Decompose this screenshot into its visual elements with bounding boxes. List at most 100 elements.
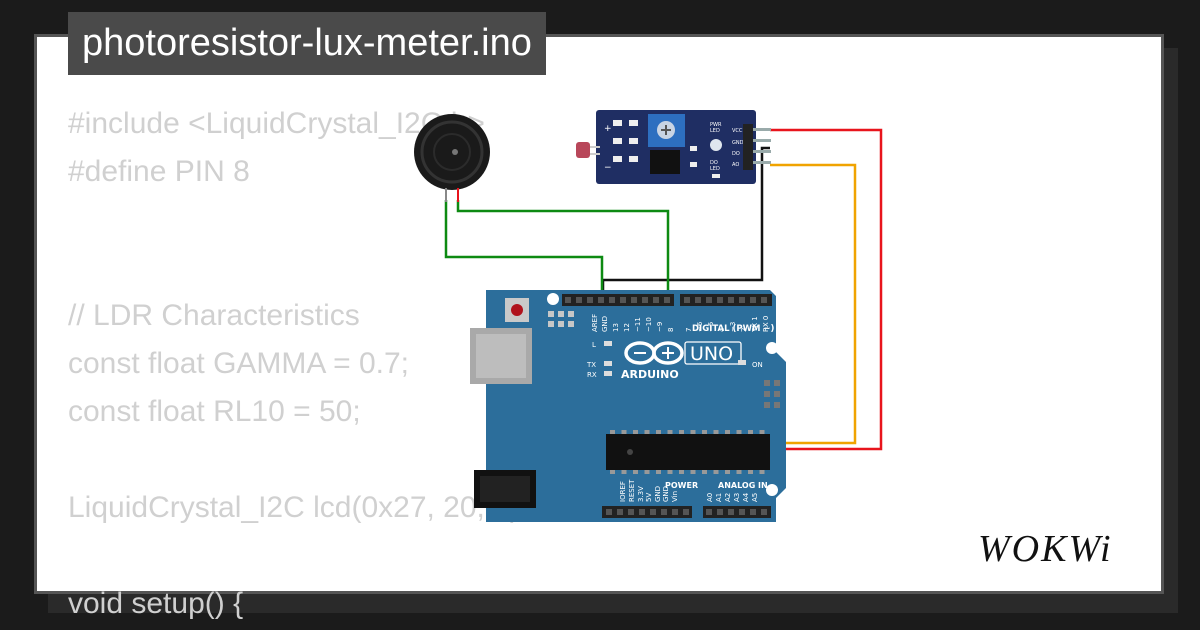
header-pin[interactable]	[750, 297, 756, 303]
wire-buzzer-green-1	[444, 200, 604, 300]
header-pin[interactable]	[717, 297, 723, 303]
svg-text:DO: DO	[710, 160, 718, 166]
top-pin-label: ~6	[696, 321, 704, 332]
header-pin[interactable]	[739, 509, 745, 515]
bottom-pin-label: A1	[715, 493, 723, 502]
analog-header	[703, 506, 771, 518]
header-pin[interactable]	[684, 297, 690, 303]
top-pin-label: GND	[601, 316, 609, 332]
header-pin[interactable]	[609, 297, 615, 303]
header-pin[interactable]	[664, 297, 670, 303]
bottom-pin-label: Vin	[671, 491, 679, 502]
bottom-pin-label: A3	[733, 493, 741, 502]
top-pin-label: RX 0	[762, 316, 770, 332]
sensor-pin-label: VCC	[732, 128, 743, 134]
header-pin[interactable]	[661, 509, 667, 515]
code-line: void setup() {	[68, 587, 244, 620]
bottom-pin-label: A2	[724, 493, 732, 502]
top-pin-label: ~9	[656, 322, 664, 332]
top-pin-label: ~11	[634, 317, 642, 332]
wokwi-logo: WOKWi	[978, 528, 1113, 570]
header-pin[interactable]	[653, 297, 659, 303]
sensor-pin-label: GND	[732, 140, 744, 146]
header-pin[interactable]	[639, 509, 645, 515]
wire-buzzer-green-2	[456, 200, 670, 300]
header-pin[interactable]	[728, 509, 734, 515]
power-header	[602, 506, 692, 518]
bottom-pin-label: 3.3V	[637, 486, 645, 502]
ldr-icon	[576, 142, 590, 158]
header-pin[interactable]	[650, 509, 656, 515]
header-pin[interactable]	[706, 509, 712, 515]
bottom-pin-label: RESET	[628, 479, 636, 502]
header-pin[interactable]	[642, 297, 648, 303]
header-pin[interactable]	[565, 297, 571, 303]
header-pin[interactable]	[576, 297, 582, 303]
bottom-pin-label: GND	[654, 486, 662, 502]
svg-text:ARDUINO: ARDUINO	[621, 368, 679, 381]
header-pin[interactable]	[706, 297, 712, 303]
svg-text:LED: LED	[710, 128, 720, 134]
top-pin-label: 2	[740, 328, 748, 332]
bottom-pin-label: A5	[751, 493, 759, 502]
top-pin-label: ~5	[707, 322, 715, 332]
top-pin-label: 12	[623, 323, 631, 332]
bottom-pin-label: GND	[662, 486, 670, 502]
header-pin[interactable]	[728, 297, 734, 303]
bottom-pin-label: A4	[742, 492, 750, 502]
svg-text:+: +	[604, 124, 612, 134]
sensor-pin-label: AO	[732, 162, 739, 168]
header-pin[interactable]	[672, 509, 678, 515]
digital-header-2	[680, 294, 772, 306]
svg-text:WOKWi: WOKWi	[978, 528, 1113, 570]
header-pin[interactable]	[761, 509, 767, 515]
header-pin[interactable]	[683, 509, 689, 515]
top-pin-label: TX 1	[751, 316, 759, 333]
svg-text:−: −	[604, 163, 612, 173]
header-pin[interactable]	[587, 297, 593, 303]
project-title-tab[interactable]: photoresistor-lux-meter.ino	[68, 12, 546, 75]
svg-text:ON: ON	[752, 361, 763, 369]
sensor-pin-label: DO	[732, 151, 740, 157]
svg-text:L: L	[592, 341, 596, 349]
header-pin[interactable]	[606, 509, 612, 515]
bottom-pin-label: IOREF	[619, 481, 627, 502]
bottom-pin-label: A0	[706, 493, 714, 502]
svg-text:ANALOG IN: ANALOG IN	[718, 481, 768, 490]
svg-text:UNO: UNO	[690, 343, 733, 365]
svg-text:POWER: POWER	[665, 481, 698, 490]
top-pin-label: AREF	[591, 314, 599, 332]
header-pin[interactable]	[750, 509, 756, 515]
header-pin[interactable]	[598, 297, 604, 303]
photoresistor-module[interactable]: + − PWR LED DO LED VCC GND DO AO	[576, 110, 771, 184]
header-pin[interactable]	[761, 297, 767, 303]
code-line: #define PIN 8	[68, 155, 250, 188]
code-line: const float RL10 = 50;	[68, 395, 361, 428]
bottom-pin-label: 5V	[645, 493, 653, 502]
top-pin-label: 7	[685, 328, 693, 332]
top-pin-label: 13	[612, 323, 620, 332]
header-pin[interactable]	[695, 297, 701, 303]
svg-text:RX: RX	[587, 371, 597, 379]
code-line: // LDR Characteristics	[68, 299, 360, 332]
header-pin[interactable]	[628, 509, 634, 515]
top-pin-label: ~3	[729, 322, 737, 332]
arduino-infinity-logo	[624, 341, 684, 365]
top-pin-label: ~10	[645, 317, 653, 332]
buzzer[interactable]	[414, 114, 490, 202]
svg-text:PWR: PWR	[710, 122, 722, 128]
code-line: const float GAMMA = 0.7;	[68, 347, 409, 380]
header-pin[interactable]	[717, 509, 723, 515]
header-pin[interactable]	[617, 509, 623, 515]
top-pin-label: 4	[718, 327, 726, 332]
header-pin[interactable]	[631, 297, 637, 303]
svg-text:TX: TX	[586, 361, 596, 369]
header-pin[interactable]	[739, 297, 745, 303]
svg-text:LED: LED	[710, 166, 720, 172]
header-pin[interactable]	[620, 297, 626, 303]
atmega-chip	[606, 434, 770, 470]
top-pin-label: 8	[667, 328, 675, 332]
digital-label: DIGITAL (PWM ~)	[692, 324, 774, 334]
